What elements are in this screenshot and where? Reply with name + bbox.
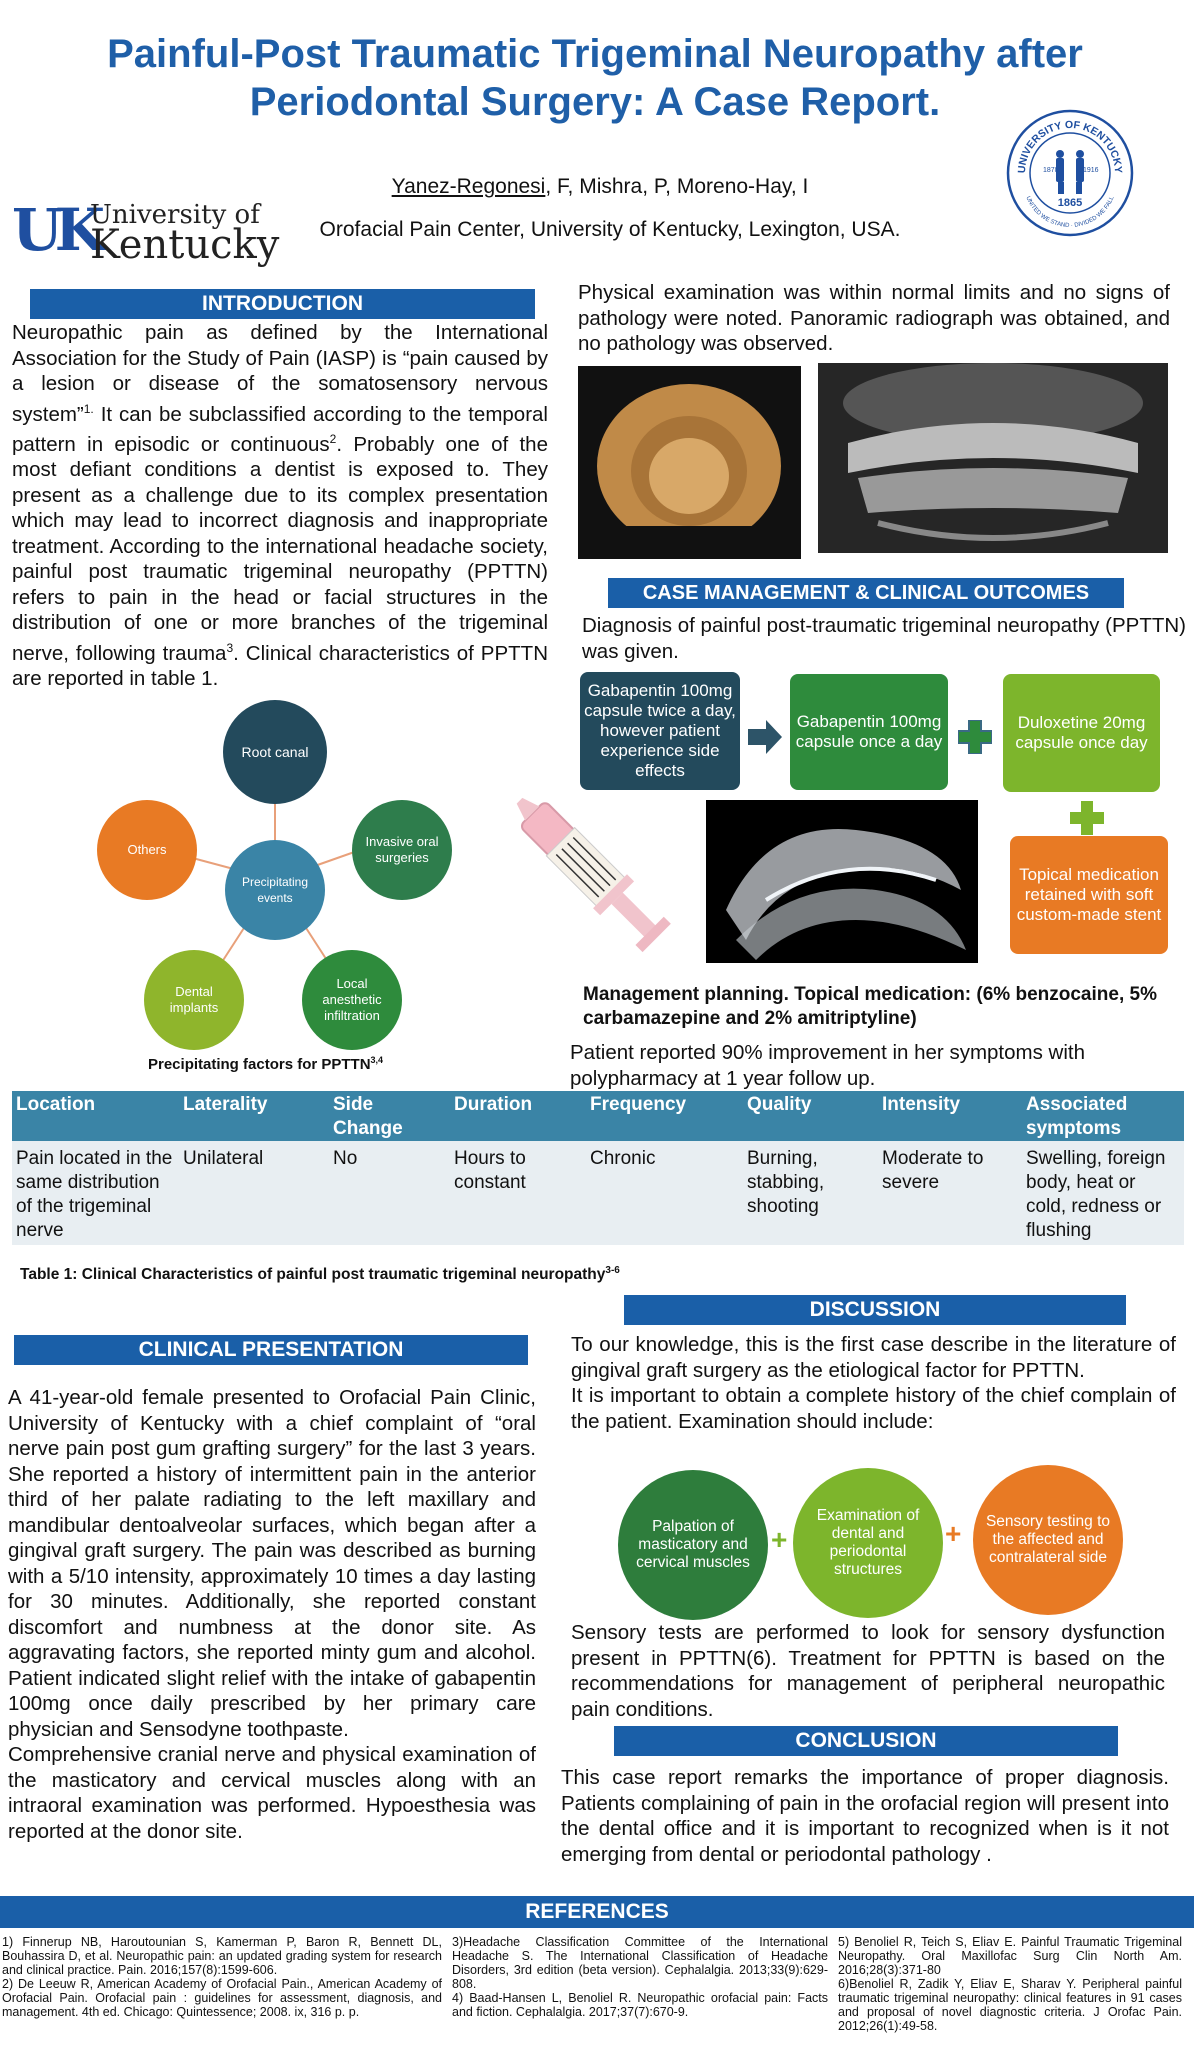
table-cell: Chronic <box>586 1141 743 1245</box>
plus-icon <box>958 720 992 754</box>
table-cell: Pain located in the same distribution of… <box>12 1141 179 1245</box>
clinical-presentation-header: CLINICAL PRESENTATION <box>14 1335 528 1365</box>
table-header: Location <box>12 1091 179 1141</box>
case-management-header: CASE MANAGEMENT & CLINICAL OUTCOMES <box>608 578 1124 608</box>
introduction-header: INTRODUCTION <box>30 289 535 319</box>
step-topical-medication: Topical medication retained with soft cu… <box>1010 836 1168 954</box>
exam-dental-periodontal: Examination of dental and periodontal st… <box>793 1468 943 1618</box>
dental-cast-photo <box>578 366 801 559</box>
step-gabapentin-twice: Gabapentin 100mg capsule twice a day, ho… <box>580 672 740 790</box>
discussion-text: To our knowledge, this is the first case… <box>571 1333 1176 1433</box>
svg-text:1878: 1878 <box>1043 167 1059 174</box>
reference-item: 5) Benoliel R, Teich S, Eliav E. Painful… <box>838 1935 1182 1977</box>
exam-palpation: Palpation of masticatory and cervical mu… <box>618 1470 768 1620</box>
table-cell: Hours to constant <box>450 1141 586 1245</box>
table-caption: Table 1: Clinical Characteristics of pai… <box>20 1265 620 1284</box>
table-header: Duration <box>450 1091 586 1141</box>
reference-item: 3)Headache Classification Committee of t… <box>452 1935 828 1991</box>
node-precipitating-events: Precipitating events <box>225 840 325 940</box>
table-cell: No <box>329 1141 450 1245</box>
management-planning: Management planning. Topical medication:… <box>583 984 1157 1029</box>
table-header: Associated symptoms <box>1022 1091 1184 1141</box>
clinical-presentation-text: A 41-year-old female presented to Orofac… <box>8 1386 536 1843</box>
conclusion-text: This case report remarks the importance … <box>561 1766 1169 1866</box>
references-header: REFERENCES <box>0 1896 1194 1928</box>
table-header: Frequency <box>586 1091 743 1141</box>
node-local-anesthetic: Local anesthetic infiltration <box>302 950 402 1050</box>
reference-item: 2) De Leeuw R, American Academy of Orofa… <box>2 1977 442 2019</box>
uk-mark: UK <box>12 196 105 264</box>
table-cell: Moderate to severe <box>878 1141 1022 1245</box>
table-header-row: Location Laterality Side Change Duration… <box>12 1091 1184 1141</box>
references-col-1: 1) Finnerup NB, Haroutounian S, Kamerman… <box>2 1935 442 2019</box>
discussion-header: DISCUSSION <box>624 1295 1126 1325</box>
arrow-right-icon <box>748 720 782 754</box>
node-root-canal: Root canal <box>223 700 327 804</box>
plus-icon <box>1070 801 1104 835</box>
uk-logo-line1: University of <box>90 200 260 230</box>
affiliation: Orofacial Pain Center, University of Ken… <box>319 218 901 241</box>
plus-icon: + <box>771 1524 788 1555</box>
reference-item: 6)Benoliel R, Zadik Y, Eliav E, Sharav Y… <box>838 1977 1182 2033</box>
university-seal: UNIVERSITY OF KENTUCKY UNITED WE STAND ·… <box>1006 109 1134 237</box>
node-others: Others <box>97 800 197 900</box>
diagnosis-text: Diagnosis of painful post-traumatic trig… <box>582 614 1186 663</box>
table-cell: Unilateral <box>179 1141 329 1245</box>
diagram-caption: Precipitating factors for PPTTN3,4 <box>148 1055 384 1073</box>
table-header: Side Change <box>329 1091 450 1141</box>
references-col-2: 3)Headache Classification Committee of t… <box>452 1935 828 2019</box>
conclusion-header: CONCLUSION <box>614 1726 1118 1756</box>
uk-logo-line2: Kentucky <box>90 222 280 268</box>
panoramic-radiograph <box>818 363 1168 553</box>
plus-icon: + <box>945 1518 962 1549</box>
discussion-text-2: Sensory tests are performed to look for … <box>571 1621 1165 1721</box>
clinical-characteristics-table: Location Laterality Side Change Duration… <box>12 1091 1184 1245</box>
table-header: Laterality <box>179 1091 329 1141</box>
step-duloxetine: Duloxetine 20mg capsule once day <box>1003 674 1160 792</box>
syringe-image <box>516 797 671 953</box>
poster-title: Painful-Post Traumatic Trigeminal Neurop… <box>107 32 1083 124</box>
table-row: Pain located in the same distribution of… <box>12 1141 1184 1245</box>
svg-text:1865: 1865 <box>1058 197 1082 209</box>
node-invasive-oral-surgeries: Invasive oral surgeries <box>352 800 452 900</box>
authors: Yanez-Regonesi, F, Mishra, P, Moreno-Hay… <box>391 175 809 198</box>
first-author: Yanez-Regonesi <box>391 175 546 198</box>
node-dental-implants: Dental implants <box>144 950 244 1050</box>
exam-sensory-testing: Sensory testing to the affected and cont… <box>973 1465 1123 1615</box>
table-header: Quality <box>743 1091 878 1141</box>
table-header: Intensity <box>878 1091 1022 1141</box>
uk-logo: UK University of Kentucky <box>12 200 312 275</box>
introduction-text: Neuropathic pain as defined by the Inter… <box>12 321 549 690</box>
reference-item: 1) Finnerup NB, Haroutounian S, Kamerman… <box>2 1935 442 1977</box>
step-gabapentin-once: Gabapentin 100mg capsule once a day <box>790 674 948 790</box>
references-col-3: 5) Benoliel R, Teich S, Eliav E. Painful… <box>838 1935 1182 2033</box>
outcome-text: Patient reported 90% improvement in her … <box>570 1041 1086 1090</box>
table-cell: Swelling, foreign body, heat or cold, re… <box>1022 1141 1184 1245</box>
precipitating-factors-diagram: Root canal Invasive oral surgeries Local… <box>90 700 452 1060</box>
reference-item: 4) Baad-Hansen L, Benoliel R. Neuropathi… <box>452 1991 828 2019</box>
exam-text: Physical examination was within normal l… <box>578 281 1170 355</box>
table-cell: Burning, stabbing, shooting <box>743 1141 878 1245</box>
svg-text:1916: 1916 <box>1083 167 1099 174</box>
custom-stent-photo <box>706 800 978 963</box>
